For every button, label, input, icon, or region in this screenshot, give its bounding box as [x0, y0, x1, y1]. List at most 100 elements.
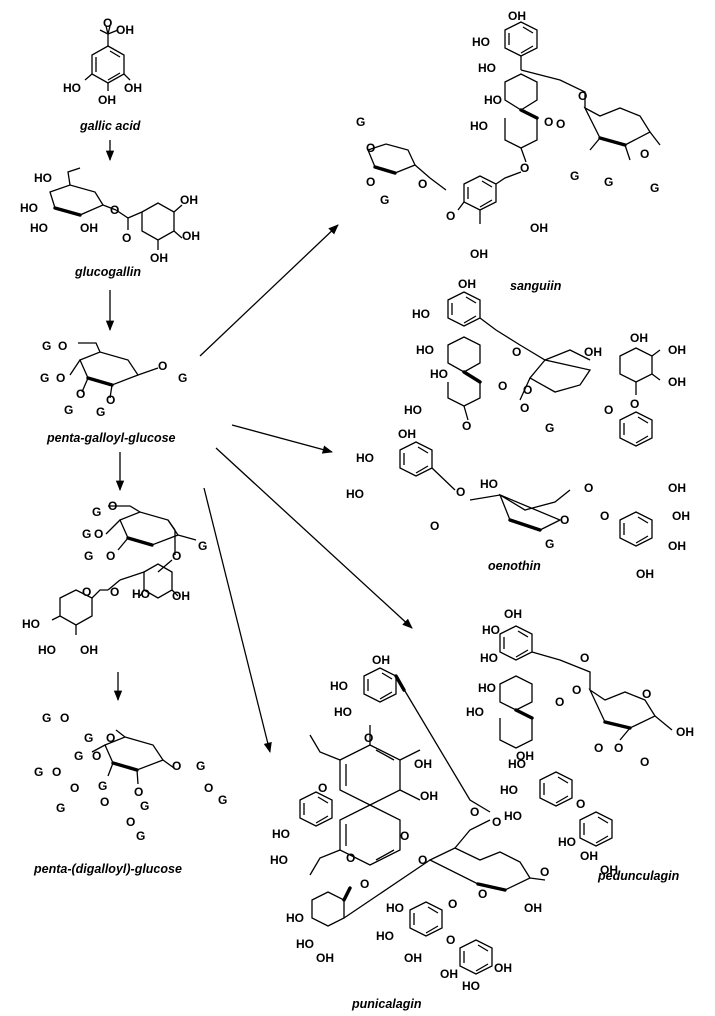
atom-label: OH — [372, 653, 390, 667]
atom-label: G — [42, 711, 51, 725]
atom-label: G — [98, 779, 107, 793]
atom-label: OH — [420, 789, 438, 803]
atom-label: O — [614, 741, 623, 755]
atom-label: O — [456, 485, 465, 499]
atom-label: HO — [22, 617, 40, 631]
atom-label: O — [540, 865, 549, 879]
atom-label: O — [364, 731, 373, 745]
pedunculagin-structure: OH HO HO HO HO OH O O O O OH O O O HO HO… — [466, 607, 694, 877]
atom-label: HO — [356, 451, 374, 465]
atom-label: O — [470, 805, 479, 819]
atom-label: O — [492, 815, 501, 829]
atom-label: O — [122, 231, 131, 245]
atom-label: G — [84, 731, 93, 745]
atom-label: O — [134, 785, 143, 799]
atom-label: G — [64, 403, 73, 417]
atom-label: O — [82, 585, 91, 599]
atom-label: O — [446, 209, 455, 223]
atom-label: O — [418, 853, 427, 867]
atom-label: O — [523, 383, 532, 397]
atom-label: O — [100, 795, 109, 809]
atom-label: OH — [676, 725, 694, 739]
atom-label: OH — [636, 567, 654, 581]
atom-label: OH — [440, 967, 458, 981]
atom-label: HO — [430, 367, 448, 381]
atom-label: O — [512, 345, 521, 359]
atom-label: OH — [316, 951, 334, 965]
atom-label: OH — [580, 849, 598, 863]
atom-label: O — [462, 419, 471, 433]
atom-label: G — [545, 537, 554, 551]
atom-label: O — [58, 339, 67, 353]
atom-label: HO — [472, 35, 490, 49]
atom-label: HO — [466, 705, 484, 719]
atom-label: O — [106, 549, 115, 563]
atom-label: O — [520, 401, 529, 415]
atom-label: O — [76, 387, 85, 401]
atom-label: G — [56, 801, 65, 815]
sanguiin-structure: OH HO HO HO HO O O O O G O O G O O G G O… — [356, 9, 661, 261]
atom-label: O — [92, 749, 101, 763]
atom-label: OH — [584, 345, 602, 359]
atom-label: O — [520, 161, 529, 175]
compound-name-penta-digalloyl-glucose: penta-(digalloyl)-glucose — [33, 862, 182, 876]
atom-label: G — [196, 759, 205, 773]
atom-label: O — [110, 585, 119, 599]
atom-label: O — [400, 829, 409, 843]
atom-label: HO — [296, 937, 314, 951]
atom-label: O — [126, 815, 135, 829]
arrow-pgg-to-punicalagin — [203, 487, 272, 754]
atom-label: OH — [524, 901, 542, 915]
atom-label: OH — [470, 247, 488, 261]
atom-label: HO — [480, 477, 498, 491]
atom-label: HO — [478, 681, 496, 695]
atom-label: HO — [334, 705, 352, 719]
atom-label: OH — [116, 23, 134, 37]
atom-label: HO — [286, 911, 304, 925]
atom-label: O — [640, 755, 649, 769]
atom-label: OH — [182, 229, 200, 243]
atom-label: O — [576, 797, 585, 811]
atom-label: HO — [462, 979, 480, 993]
atom-label: HO — [412, 307, 430, 321]
atom-label: HO — [63, 81, 81, 95]
atom-label: OH — [398, 427, 416, 441]
atom-label: O — [560, 513, 569, 527]
atom-label: O — [346, 851, 355, 865]
atom-label: OH — [180, 193, 198, 207]
atom-label: HO — [482, 623, 500, 637]
atom-label: HO — [416, 343, 434, 357]
atom-label: O — [630, 397, 639, 411]
digalloyl-intermediate-structure: G O G O G O G O O O HO OH HO HO OH — [22, 499, 207, 657]
atom-label: OH — [98, 93, 116, 107]
atom-label: G — [356, 115, 365, 129]
atom-label: OH — [672, 509, 690, 523]
compound-name-pedunculagin: pedunculagin — [597, 869, 680, 883]
atom-label: HO — [386, 901, 404, 915]
atom-label: HO — [478, 61, 496, 75]
atom-label: HO — [38, 643, 56, 657]
atom-label: OH — [458, 277, 476, 291]
atom-label: O — [544, 115, 553, 129]
atom-label: HO — [270, 853, 288, 867]
atom-label: HO — [20, 201, 38, 215]
atom-label: G — [570, 169, 579, 183]
atom-label: O — [446, 933, 455, 947]
atom-label: G — [96, 405, 105, 419]
atom-label: HO — [484, 93, 502, 107]
atom-label: O — [478, 887, 487, 901]
compound-name-gallic-acid: gallic acid — [79, 119, 141, 133]
atom-label: O — [584, 481, 593, 495]
compound-name-punicalagin: punicalagin — [351, 997, 422, 1011]
atom-label: OH — [530, 221, 548, 235]
atom-label: G — [380, 193, 389, 207]
atom-label: HO — [272, 827, 290, 841]
atom-label: OH — [150, 251, 168, 265]
atom-label: HO — [132, 587, 150, 601]
compound-name-glucogallin: glucogallin — [74, 265, 141, 279]
atom-label: G — [545, 421, 554, 435]
atom-label: O — [360, 877, 369, 891]
atom-label: O — [498, 379, 507, 393]
atom-label: O — [642, 687, 651, 701]
compound-name-oenothin: oenothin — [488, 559, 541, 573]
